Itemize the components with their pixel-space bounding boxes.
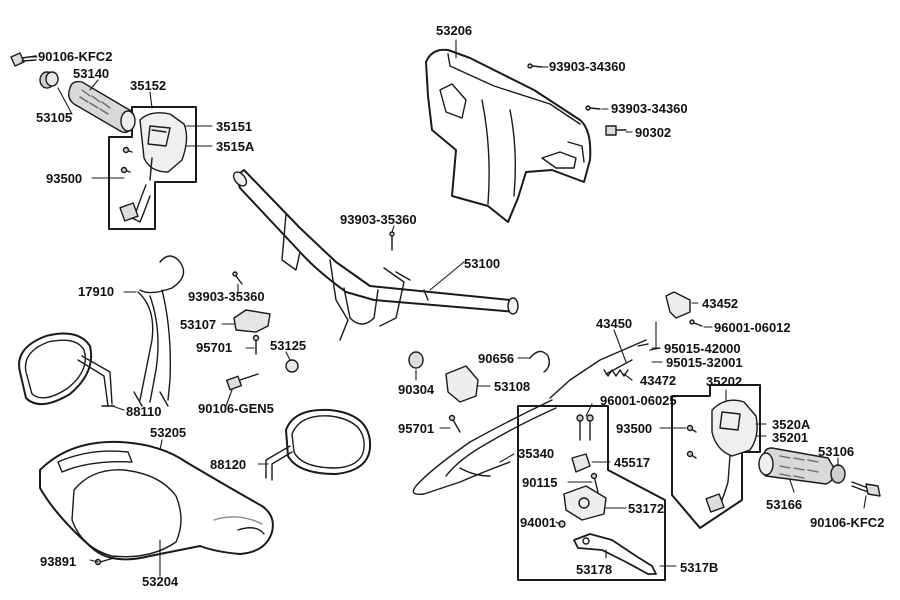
label-90302: 90302	[635, 125, 671, 140]
left-switch-housing-3515a	[119, 112, 188, 223]
label-88110: 88110	[126, 404, 161, 419]
screw-93891	[94, 557, 115, 566]
screw-95701-a	[252, 334, 260, 355]
label-94001: 94001	[520, 515, 556, 530]
screw-93903-34360-b	[585, 105, 601, 111]
screw-96001-06012	[689, 319, 703, 327]
label-88120: 88120	[210, 457, 246, 472]
label-53166: 53166	[766, 497, 802, 512]
label-93500-right: 93500	[616, 421, 652, 436]
handlebar-53100	[232, 169, 519, 341]
label-53105: 53105	[36, 110, 72, 125]
label-93903-34360-a: 93903-34360	[549, 59, 626, 74]
rear-handlebar-cover-53206	[425, 48, 592, 223]
label-90304: 90304	[398, 382, 435, 397]
bar-end-weight-53106	[830, 464, 846, 484]
label-53172: 53172	[628, 501, 664, 516]
bracket-53107	[233, 309, 271, 333]
screw-93903-35360-a	[389, 231, 395, 251]
label-53205: 53205	[150, 425, 186, 440]
clip-90656	[529, 350, 551, 373]
front-handlebar-cover-53205	[39, 440, 274, 561]
screw-96001-06025	[576, 414, 594, 441]
label-53204: 53204	[142, 574, 179, 589]
mirror-88110-left	[18, 332, 115, 407]
leader-lines	[29, 39, 867, 577]
brake-lever-group-box	[517, 405, 666, 581]
label-43472: 43472	[640, 373, 676, 388]
label-3520a: 3520A	[772, 417, 811, 432]
label-53100: 53100	[464, 256, 500, 271]
grip-53140-left	[67, 80, 136, 133]
label-43452: 43452	[702, 296, 738, 311]
label-53108: 53108	[494, 379, 530, 394]
label-95701-b: 95701	[398, 421, 434, 436]
label-93903-35360-a: 93903-35360	[340, 212, 417, 227]
bracket-53108	[445, 365, 479, 403]
screw-93903-34360-a	[527, 63, 543, 69]
label-17910: 17910	[78, 284, 114, 299]
label-53125: 53125	[270, 338, 306, 353]
screws-93500-left	[120, 146, 133, 174]
label-35202: 35202	[706, 374, 742, 389]
brake-cable-43450	[412, 339, 661, 496]
screw-90302	[605, 125, 627, 136]
screws-93500-right	[686, 424, 697, 459]
right-switch-group-box	[671, 384, 761, 529]
bolt-90106-kfc2-left	[10, 52, 37, 67]
label-35201: 35201	[772, 430, 808, 445]
label-35152: 35152	[130, 78, 166, 93]
label-93500-left: 93500	[46, 171, 82, 186]
label-5317b: 5317B	[680, 560, 718, 575]
label-45517: 45517	[614, 455, 650, 470]
screw-95701-b	[448, 414, 461, 433]
lever-holder-53172	[563, 485, 607, 521]
label-93903-35360-b: 93903-35360	[188, 289, 265, 304]
part-labels: 90106-KFC2 53140 35152 53105 35151 3515A…	[36, 23, 884, 589]
label-35340: 35340	[518, 446, 554, 461]
label-53206: 53206	[436, 23, 472, 38]
label-3515a: 3515A	[216, 139, 255, 154]
bar-end-weight-53105	[39, 71, 59, 89]
mirror-88120-right	[265, 408, 372, 481]
label-53140: 53140	[73, 66, 109, 81]
screw-93903-35360-b	[232, 271, 243, 285]
label-96001-06025: 96001-06025	[600, 393, 677, 408]
label-90656: 90656	[478, 351, 514, 366]
grip-53166-right	[758, 447, 836, 485]
label-90115: 90115	[522, 475, 557, 490]
right-switch-housing-3520a	[705, 399, 758, 513]
label-93891: 93891	[40, 554, 76, 569]
label-90106-kfc2-right: 90106-KFC2	[810, 515, 884, 530]
label-95701-a: 95701	[196, 340, 232, 355]
label-43450: 43450	[596, 316, 632, 331]
bolt-90115	[590, 472, 599, 493]
throttle-cable-17910	[133, 255, 185, 407]
label-95015-32001: 95015-32001	[666, 355, 743, 370]
label-90106-kfc2-left: 90106-KFC2	[38, 49, 112, 64]
label-35151: 35151	[216, 119, 252, 134]
grommet-90304	[408, 351, 424, 369]
label-96001-06012: 96001-06012	[714, 320, 791, 335]
label-53107: 53107	[180, 317, 216, 332]
label-90106-gen5: 90106-GEN5	[198, 401, 274, 416]
label-53178: 53178	[576, 562, 612, 577]
bolt-90106-gen5	[225, 373, 259, 391]
bolt-90106-kfc2-right	[851, 481, 881, 497]
cap-53125	[285, 359, 299, 373]
brake-lever-53178	[573, 533, 657, 575]
switch-45517	[571, 453, 591, 473]
label-53106: 53106	[818, 444, 854, 459]
label-93903-34360-b: 93903-34360	[611, 101, 688, 116]
spring-43472	[603, 369, 629, 377]
label-95015-42000: 95015-42000	[664, 341, 741, 356]
bracket-43452	[665, 291, 691, 319]
